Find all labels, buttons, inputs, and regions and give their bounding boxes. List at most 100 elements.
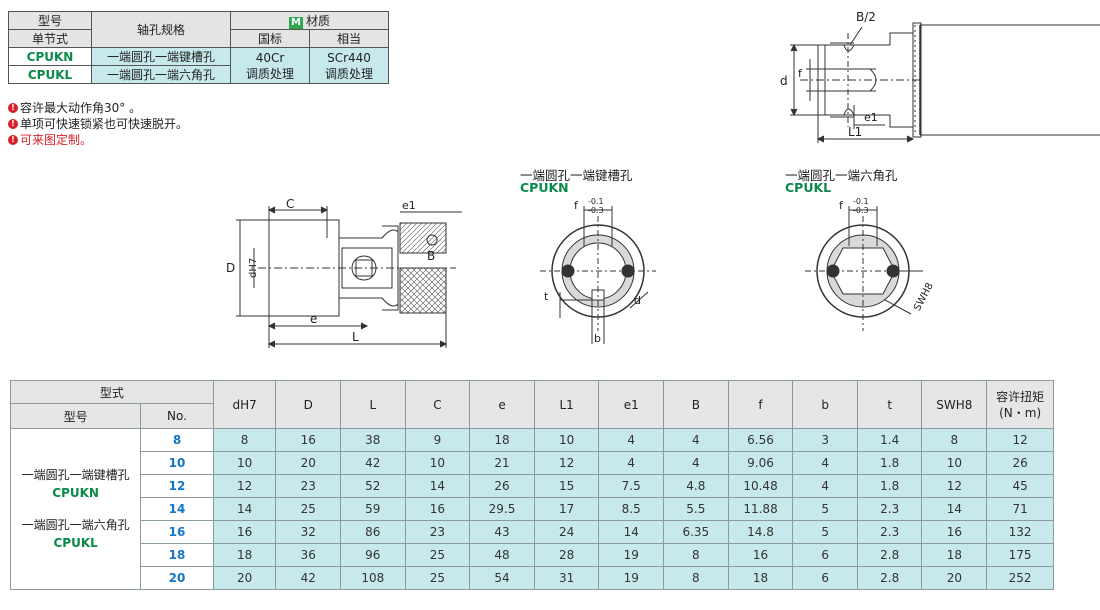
dim-c: C <box>286 198 294 211</box>
type-name: 一端圆孔一端键槽孔 <box>21 468 130 482</box>
table-cell: 23 <box>404 520 471 544</box>
table-cell: 14 <box>598 520 664 544</box>
table-cell: 10 <box>533 428 600 452</box>
hex-title: 一端圆孔一端六角孔 <box>785 168 898 183</box>
equiv-material: SCr440 <box>327 50 371 65</box>
table-cell: 2.3 <box>856 520 923 544</box>
spec-code: CPUKL <box>8 65 92 84</box>
table-cell: 8 <box>212 428 277 452</box>
dim-e1: e1 <box>864 111 878 124</box>
torque-header: 容许扭矩 (N・m) <box>986 380 1054 429</box>
table-cell: 8 <box>921 428 988 452</box>
group-header: 型式 <box>10 380 214 404</box>
keyway-code: CPUKN <box>520 180 569 195</box>
table-cell: 8.5 <box>598 497 664 521</box>
table-cell: 1.8 <box>856 474 923 498</box>
spec-hole: 一端圆孔一端键槽孔 <box>91 47 231 66</box>
table-cell: 26 <box>469 474 535 498</box>
table-cell: 38 <box>340 428 406 452</box>
warning-icon: ! <box>8 135 18 145</box>
table-cell: 20 <box>921 566 988 590</box>
table-cell: 26 <box>986 451 1054 475</box>
row-no: 14 <box>140 497 214 521</box>
model-header: 型号 <box>9 403 142 429</box>
table-cell: 4 <box>792 474 858 498</box>
table-cell: 2.8 <box>856 543 923 567</box>
table-cell: 43 <box>469 520 535 544</box>
tol-lower-hex: -0.3 <box>853 206 869 215</box>
table-cell: 71 <box>986 497 1054 521</box>
coupling-side-view: C e1 D dH7 B e L <box>226 198 462 348</box>
equiv-label: 相当 <box>309 29 389 48</box>
col-header: L <box>340 380 406 429</box>
col-header: e <box>469 380 535 429</box>
col-header: D <box>275 380 341 429</box>
table-cell: 10.48 <box>727 474 794 498</box>
table-cell: 252 <box>986 566 1054 590</box>
table-cell: 6.35 <box>663 520 729 544</box>
dim-f-tol-hex: f <box>839 199 844 212</box>
table-cell: 10 <box>921 451 988 475</box>
table-cell: 17 <box>533 497 600 521</box>
tol-upper-hex: -0.1 <box>853 197 869 206</box>
type-code: CPUKN <box>52 486 99 500</box>
table-cell: 4 <box>598 428 664 452</box>
dim-f-tol: f <box>574 199 579 212</box>
equiv-material-cell: SCr440 调质处理 <box>309 47 389 84</box>
col-header: t <box>856 380 923 429</box>
table-cell: 2.3 <box>856 497 923 521</box>
table-cell: 28 <box>533 543 600 567</box>
row-no: 18 <box>140 543 214 567</box>
table-cell: 6.56 <box>727 428 794 452</box>
tol-lower: -0.3 <box>588 206 604 215</box>
table-cell: 15 <box>533 474 600 498</box>
table-cell: 21 <box>469 451 535 475</box>
dim-l1: L1 <box>848 125 862 139</box>
material-badge: M <box>289 17 303 29</box>
gb-label: 国标 <box>230 29 310 48</box>
table-cell: 132 <box>986 520 1054 544</box>
table-cell: 14.8 <box>727 520 794 544</box>
col-header: SWH8 <box>921 380 988 429</box>
row-no: 12 <box>140 474 214 498</box>
table-cell: 7.5 <box>598 474 664 498</box>
table-cell: 175 <box>986 543 1054 567</box>
table-cell: 36 <box>275 543 341 567</box>
gb-material: 40Cr <box>255 50 285 65</box>
table-cell: 18 <box>469 428 535 452</box>
table-cell: 16 <box>275 428 341 452</box>
note-item: !可来图定制。 <box>8 132 188 148</box>
table-cell: 19 <box>598 543 664 567</box>
dim-f: f <box>798 67 803 80</box>
keyway-title: 一端圆孔一端键槽孔 <box>520 168 633 183</box>
table-cell: 14 <box>921 497 988 521</box>
table-cell: 25 <box>404 543 471 567</box>
table-cell: 9 <box>404 428 471 452</box>
material-label: 材质 <box>305 14 330 28</box>
col-header: dH7 <box>212 380 277 429</box>
table-cell: 20 <box>212 566 277 590</box>
warning-icon: ! <box>8 103 18 113</box>
table-cell: 23 <box>275 474 341 498</box>
table-cell: 108 <box>340 566 406 590</box>
table-cell: 12 <box>212 474 277 498</box>
note-item: !容许最大动作角30° 。 <box>8 100 188 116</box>
gb-material-cell: 40Cr 调质处理 <box>230 47 310 84</box>
no-header: No. <box>140 403 214 429</box>
col-header: L1 <box>533 380 600 429</box>
table-cell: 16 <box>921 520 988 544</box>
dim-sw: SWH8 <box>912 281 936 313</box>
table-cell: 12 <box>986 428 1054 452</box>
table-cell: 14 <box>404 474 471 498</box>
table-cell: 14 <box>212 497 277 521</box>
note-item: !单项可快速锁紧也可快速脱开。 <box>8 116 188 132</box>
table-cell: 1.4 <box>856 428 923 452</box>
col-header: f <box>727 380 794 429</box>
keyway-end-view: f -0.1 -0.3 t b d <box>540 197 656 345</box>
notes: !容许最大动作角30° 。 !单项可快速锁紧也可快速脱开。 !可来图定制。 <box>8 100 188 148</box>
